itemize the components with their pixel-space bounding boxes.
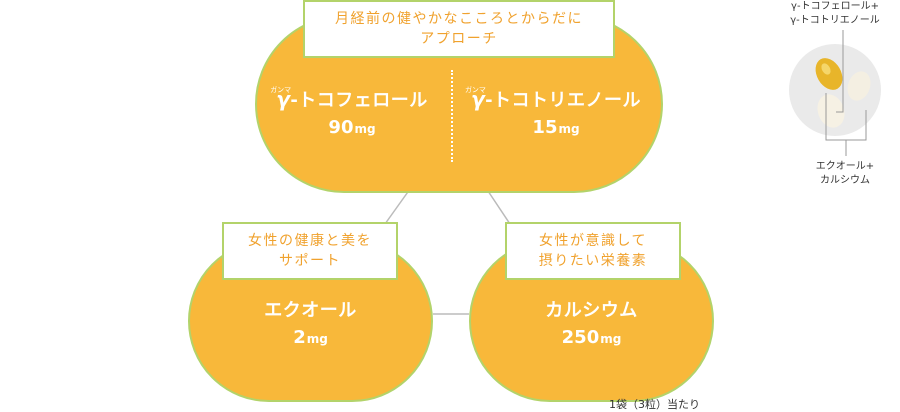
ingredient-name: エクオール xyxy=(264,300,357,321)
ingredient-unit: mg xyxy=(600,332,622,346)
side-top-line2: γ-トコトリエノール xyxy=(790,15,880,26)
calcium: カルシウム 250mg xyxy=(469,300,714,351)
side-top-line1: γ-トコフェロール+ xyxy=(791,1,879,12)
side-bottom-line2: カルシウム xyxy=(820,175,870,186)
gamma-symbol: γ xyxy=(470,87,486,111)
right-benefit-line1: 女性が意識して xyxy=(538,233,648,249)
top-benefit-line1: 月経前の健やかなこころとからだに xyxy=(335,11,583,27)
left-benefit-label: 女性の健康と美を サポート xyxy=(222,222,398,280)
side-top-caption: γ-トコフェロール+ γ-トコトリエノール xyxy=(778,0,892,28)
ingredient-amount: 15 xyxy=(532,117,558,138)
ingredient-amount: 250 xyxy=(561,327,600,348)
ingredient-unit: mg xyxy=(306,332,328,346)
top-benefit-label: 月経前の健やかなこころとからだに アプローチ xyxy=(303,0,615,58)
side-bottom-line1: エクオール+ xyxy=(815,161,875,172)
ingredient-name: -トコフェロール xyxy=(290,90,428,111)
left-benefit-line1: 女性の健康と美を xyxy=(248,233,372,249)
ingredient-unit: mg xyxy=(558,122,580,136)
equol: エクオール 2mg xyxy=(188,300,433,351)
right-benefit-line2: 摂りたい栄養素 xyxy=(538,253,648,269)
capsules-illustration xyxy=(815,58,871,128)
side-bottom-caption: エクオール+ カルシウム xyxy=(790,160,900,188)
callout-top-line xyxy=(836,30,844,113)
ingredient-amount: 90 xyxy=(328,117,354,138)
per-serving-note: 1袋（3粒）当たり xyxy=(609,398,700,411)
callout-bottom-line xyxy=(825,93,867,141)
ingredient-amount: 2 xyxy=(293,327,306,348)
ingredient-name: -トコトリエノール xyxy=(485,90,642,111)
gamma-ruby: ガンマ xyxy=(270,86,292,94)
left-benefit-line2: サポート xyxy=(279,253,341,269)
top-benefit-line2: アプローチ xyxy=(420,31,498,47)
gamma-tocopherol: ガンマ γ -トコフェロール 90mg xyxy=(262,86,442,141)
pill-divider xyxy=(451,70,453,162)
ingredient-unit: mg xyxy=(354,122,376,136)
gamma-tocotrienol: ガンマ γ -トコトリエノール 15mg xyxy=(458,86,654,141)
right-benefit-label: 女性が意識して 摂りたい栄養素 xyxy=(505,222,681,280)
gamma-ruby: ガンマ xyxy=(464,86,486,94)
gamma-symbol: γ xyxy=(276,87,291,111)
ingredient-name: カルシウム xyxy=(545,300,638,321)
